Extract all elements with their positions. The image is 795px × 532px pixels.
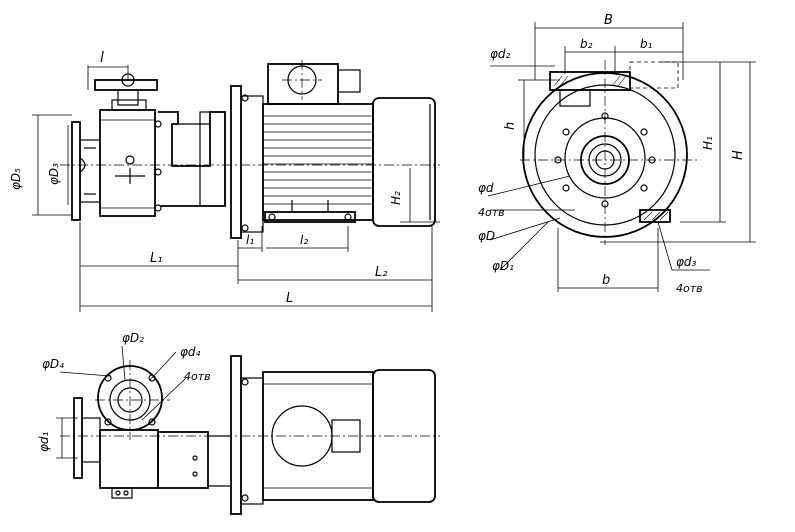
dim-d: φd (478, 181, 494, 195)
dim-H1: H₁ (701, 136, 715, 150)
dim-L: L (286, 291, 293, 306)
dim-d2: φd₂ (490, 47, 511, 61)
dim-D4: φD₄ (42, 357, 64, 371)
dim-d1: φd₁ (37, 431, 51, 452)
dim-b1: b₁ (640, 37, 653, 51)
inlet-flange (71, 121, 81, 221)
dim-D: φD (478, 229, 495, 243)
motor-body (262, 103, 374, 221)
dim-l: l (100, 50, 104, 66)
side-dimensions (32, 65, 440, 312)
holes-c: 4отв (184, 370, 211, 383)
dim-l2: l₂ (300, 233, 308, 247)
end-dimensions (487, 22, 756, 292)
motor-flange (230, 85, 242, 239)
top-view: φD₄ φD₂ φd₄ 4отв φd₁ (37, 331, 440, 515)
dim-H: H (731, 150, 746, 160)
dim-l1: l₁ (246, 233, 254, 247)
handwheel (94, 79, 158, 91)
dim-d3: φd₃ (676, 255, 697, 269)
dim-L2: L₂ (375, 265, 387, 280)
holes-a: 4отв (478, 206, 505, 219)
dim-L1: L₁ (150, 251, 162, 266)
dim-b: b (602, 273, 610, 288)
holes-b: 4отв (676, 282, 703, 295)
motor-feet (264, 211, 356, 223)
dim-D5: φD₅ (9, 168, 23, 190)
terminal-box (267, 63, 339, 105)
top-dimensions (56, 345, 187, 459)
dim-h: h (503, 122, 518, 130)
dim-d4: φd₄ (180, 345, 201, 359)
dim-D2: φD₂ (122, 331, 144, 345)
end-view: B b₂ b₁ φd₂ h H₁ H φd 4отв φD φD₁ b φd₃ … (478, 13, 756, 295)
dim-b2: b₂ (580, 37, 593, 51)
dim-D1: φD₁ (492, 259, 514, 273)
side-view: l φD₅ φD₃ H₂ l₁ l₂ L₁ L₂ L (9, 50, 440, 312)
fan-cover (372, 97, 436, 227)
dim-H2: H₂ (389, 191, 403, 205)
dim-D3: φD₃ (47, 163, 61, 185)
dim-B: B (604, 13, 613, 28)
